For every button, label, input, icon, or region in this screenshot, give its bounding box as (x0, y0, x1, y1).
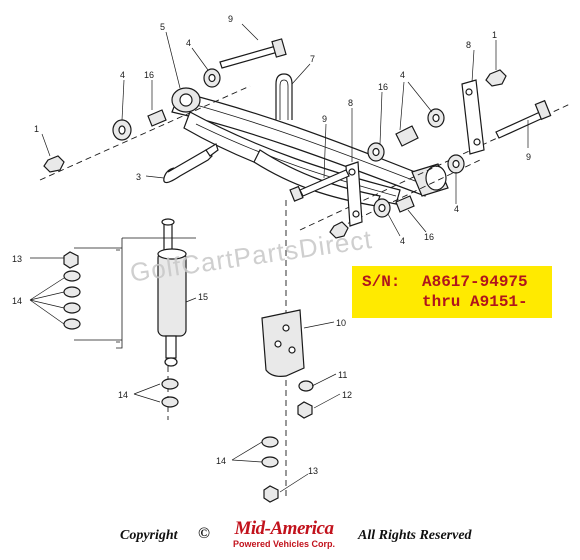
callout-5: 5 (160, 22, 165, 32)
rights-text: All Rights Reserved (358, 528, 472, 543)
serial-thru: thru A9151- (422, 293, 528, 311)
callout-16-left: 16 (144, 70, 154, 80)
serial-label: S/N: (362, 273, 401, 291)
bushing-16-rear-upper (395, 125, 419, 147)
shock-bracket-outline (116, 237, 196, 349)
serial-number-box: S/N: A8617-94975 thru A9151- (352, 266, 552, 318)
leader-lines (29, 23, 529, 493)
bolt-9-mid (289, 169, 350, 202)
serial-from: A8617-94975 (422, 273, 528, 291)
shackle-8-rear (461, 79, 485, 155)
washer-4-rear-upper (367, 142, 385, 162)
washer-4-right (447, 154, 465, 174)
callout-4-right: 4 (454, 204, 459, 214)
brand-subtitle: Powered Vehicles Corp. (232, 539, 336, 549)
footer: Copyright © Mid-America Powered Vehicles… (0, 518, 580, 554)
shackle-8-center (345, 161, 363, 227)
copyright-text: Copyright (120, 528, 178, 543)
nut-1-rear (485, 69, 507, 87)
callout-15: 15 (198, 292, 208, 302)
u-bolt-7 (275, 73, 293, 120)
front-axis-line (39, 85, 251, 181)
callout-7: 7 (310, 54, 315, 64)
hanger-bracket-3 (163, 143, 219, 184)
washer-stack-14-bottom (261, 436, 279, 468)
callout-13-left: 13 (12, 254, 22, 264)
serial-row-1: S/N: A8617-94975 (362, 272, 542, 292)
washer-stack-14-shock (161, 378, 179, 408)
callout-1-left: 1 (34, 124, 39, 134)
washer-stack-14-left (63, 270, 81, 330)
nut-1-lower (329, 221, 349, 239)
nut-1-front (43, 155, 65, 173)
washer-4-rear-upper-2 (427, 108, 445, 128)
callout-9-mid: 9 (322, 114, 327, 124)
shock-absorber-15 (157, 218, 187, 367)
callout-8-center: 8 (348, 98, 353, 108)
callout-12: 12 (342, 390, 352, 400)
exploded-parts-diagram: 9 4 5 4 16 1 7 8 9 8 1 16 4 9 4 4 16 3 1… (12, 14, 571, 503)
shackle-axis-line (329, 159, 481, 233)
bushing-16-front (147, 109, 167, 127)
bolt-9-right (495, 99, 552, 139)
callout-4-rear: 4 (400, 70, 405, 80)
callout-9-top: 9 (228, 14, 233, 24)
callout-10: 10 (336, 318, 346, 328)
bolt-9-top (219, 38, 287, 69)
callout-13-bottom: 13 (308, 466, 318, 476)
callout-9-right: 9 (526, 152, 531, 162)
callout-16-lower: 16 (424, 232, 434, 242)
nut-13-bottom (263, 485, 279, 503)
callout-4-lower: 4 (400, 236, 405, 246)
axle-plate-10 (261, 309, 305, 377)
callout-1-rear: 1 (492, 30, 497, 40)
callout-14-bottom: 14 (216, 456, 226, 466)
callout-14-shock: 14 (118, 390, 128, 400)
washer-11 (298, 380, 314, 392)
serial-row-2: thru A9151- (362, 292, 542, 312)
copyright-symbol: © (198, 525, 210, 542)
callout-16-rear: 16 (378, 82, 388, 92)
brand-logo: Mid-America Powered Vehicles Corp. (224, 518, 344, 552)
washer-4-lower (373, 198, 391, 218)
callout-11: 11 (338, 370, 347, 380)
shock-bracket-outline-2 (74, 247, 122, 341)
callout-14-left: 14 (12, 296, 22, 306)
washer-4-top (203, 68, 221, 88)
brand-name: Mid-America (234, 518, 335, 539)
bushing-4-front (112, 119, 132, 141)
callout-3: 3 (136, 172, 141, 182)
callout-4-top: 4 (186, 38, 191, 48)
nut-13-left (63, 251, 79, 269)
nut-12 (297, 401, 313, 419)
callout-4-left: 4 (120, 70, 125, 80)
callout-8-rear: 8 (466, 40, 471, 50)
bushing-16-lower (395, 195, 415, 213)
spring-eye-front (171, 87, 201, 113)
